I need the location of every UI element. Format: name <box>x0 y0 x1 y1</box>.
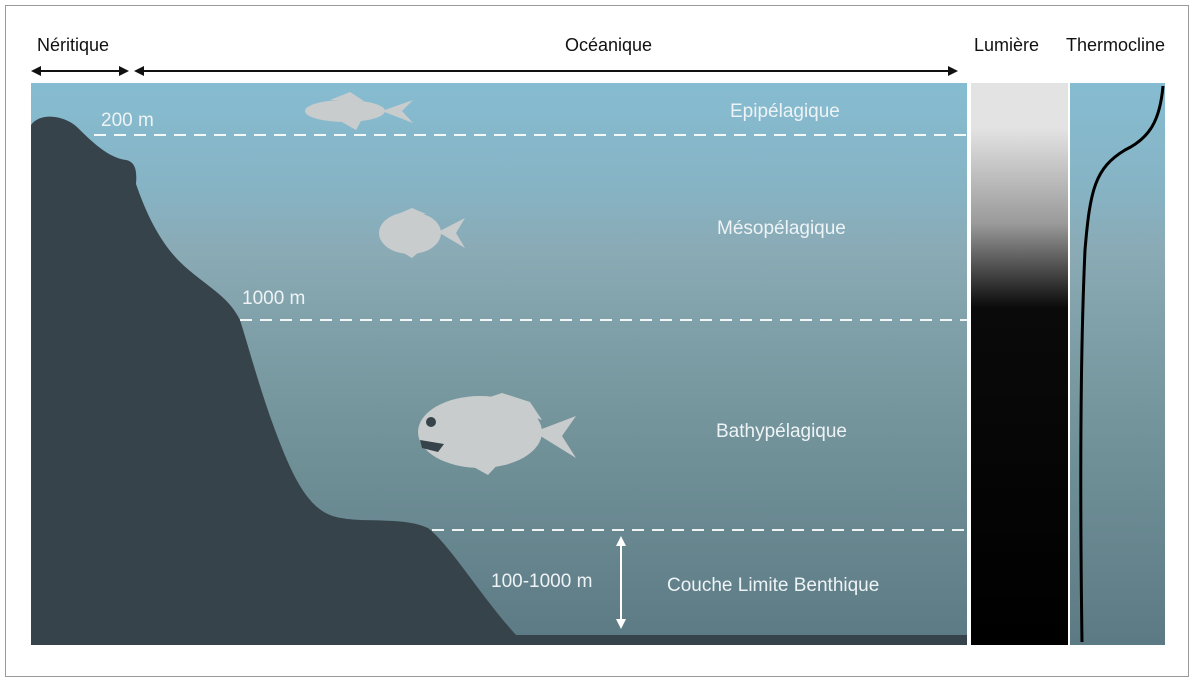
zone-label-bathypelagic: Bathypélagique <box>716 421 847 442</box>
thermocline-panel <box>1070 83 1165 645</box>
depth-label-200: 200 m <box>101 110 154 131</box>
light-column <box>971 83 1068 645</box>
depth-label-1000: 1000 m <box>242 288 305 309</box>
zone-label-epipelagic: Epipélagique <box>730 101 840 122</box>
zone-label-benthic-boundary: Couche Limite Benthique <box>667 575 879 596</box>
zone-label-mesopelagic: Mésopélagique <box>717 218 846 239</box>
depth-label-benthic-range: 100-1000 m <box>491 571 592 592</box>
